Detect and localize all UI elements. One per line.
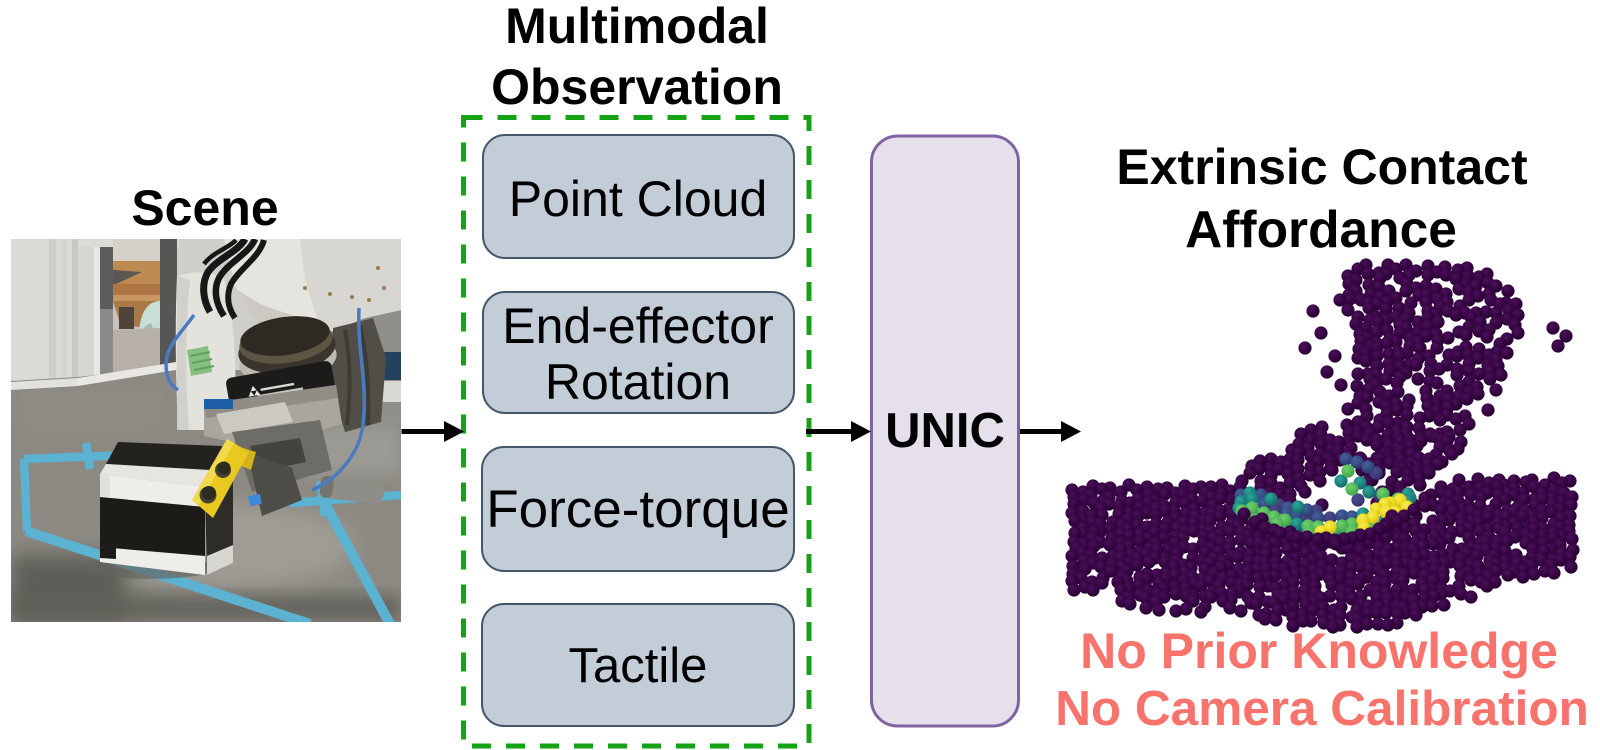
svg-text:Force-torque: Force-torque (486, 480, 789, 539)
svg-text:Rotation: Rotation (545, 354, 731, 410)
svg-text:UNIC: UNIC (885, 404, 1005, 458)
svg-text:Point Cloud: Point Cloud (509, 171, 768, 227)
svg-text:Multimodal: Multimodal (505, 0, 769, 54)
svg-text:Extrinsic Contact: Extrinsic Contact (1116, 139, 1528, 195)
svg-text:Scene: Scene (131, 180, 278, 236)
svg-text:No Prior Knowledge: No Prior Knowledge (1080, 623, 1558, 679)
svg-text:End-effector: End-effector (502, 298, 773, 354)
svg-text:Observation: Observation (491, 59, 783, 115)
svg-text:No Camera Calibration: No Camera Calibration (1055, 681, 1589, 736)
svg-text:Tactile: Tactile (569, 639, 708, 693)
svg-text:Affordance: Affordance (1185, 200, 1457, 258)
